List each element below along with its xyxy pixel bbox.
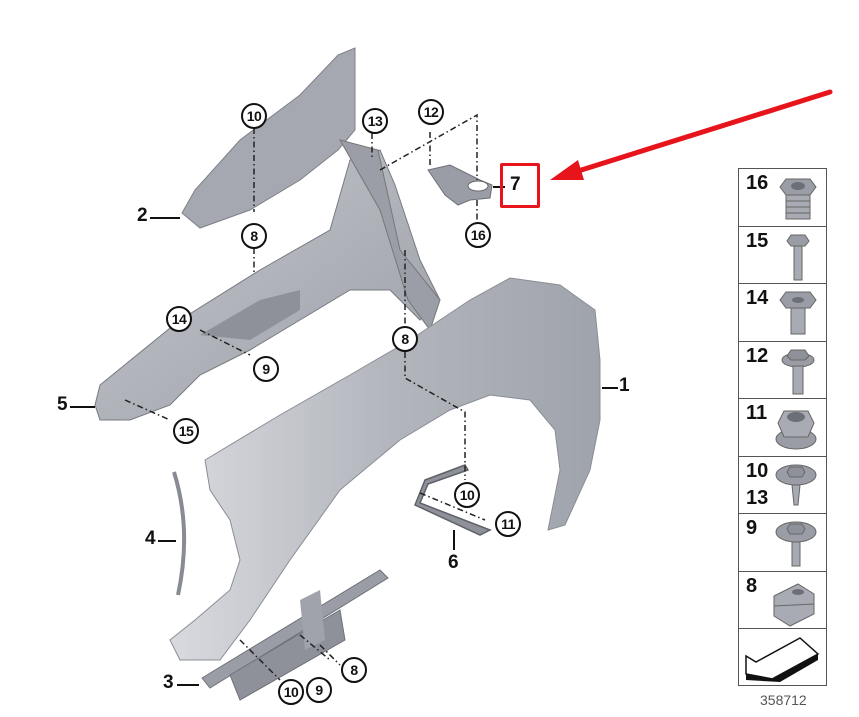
legend-item-16: 16 bbox=[738, 168, 827, 226]
legend-number: 10 bbox=[746, 459, 769, 482]
part-label-1: 1 bbox=[619, 375, 630, 396]
callout-9: 9 bbox=[253, 356, 279, 382]
washer-screw-long-icon bbox=[775, 521, 817, 567]
part-label-6: 6 bbox=[448, 552, 459, 573]
legend-number: 16 bbox=[746, 172, 769, 194]
direction-arrow-icon bbox=[745, 637, 820, 682]
legend-item-9: 9 bbox=[738, 513, 827, 571]
legend-number: 12 bbox=[746, 344, 769, 367]
callout-13: 13 bbox=[362, 108, 388, 134]
callout-10: 10 bbox=[278, 679, 304, 705]
callout-12: 12 bbox=[418, 99, 444, 125]
part-label-4: 4 bbox=[145, 528, 156, 549]
part-7-bracket bbox=[427, 164, 493, 206]
part-label-3: 3 bbox=[163, 672, 174, 693]
legend-item-direction bbox=[738, 628, 827, 686]
threaded-insert-nut-icon bbox=[779, 178, 817, 220]
legend-item-12: 12 bbox=[738, 340, 827, 398]
part-label-7: 7 bbox=[510, 174, 521, 195]
leader-line bbox=[453, 530, 455, 550]
leader-line bbox=[177, 684, 199, 686]
legend-number: 14 bbox=[746, 287, 769, 309]
highlight-box-part-7 bbox=[500, 163, 540, 208]
legend-item-14: 14 bbox=[738, 283, 827, 341]
legend-item-8: 8 bbox=[738, 570, 827, 628]
fastener-legend: 16 15 14 12 bbox=[738, 168, 827, 686]
diagram-reference-number: 358712 bbox=[760, 692, 807, 708]
part-1-fender bbox=[169, 277, 601, 661]
callout-10: 10 bbox=[241, 103, 267, 129]
legend-number-secondary: 13 bbox=[746, 486, 769, 509]
part-6-bracket bbox=[414, 464, 492, 536]
legend-number: 8 bbox=[746, 574, 758, 597]
callout-8: 8 bbox=[392, 326, 418, 352]
hex-flange-bolt-icon bbox=[781, 349, 815, 394]
legend-item-11: 11 bbox=[738, 398, 827, 456]
legend-number: 11 bbox=[746, 402, 768, 424]
part-label-2: 2 bbox=[137, 205, 148, 226]
callout-14: 14 bbox=[166, 306, 192, 332]
leader-line bbox=[158, 540, 176, 542]
legend-number: 15 bbox=[746, 229, 769, 252]
assembly-lines bbox=[124, 113, 486, 681]
legend-item-10-13: 10 13 bbox=[738, 455, 827, 513]
hex-flange-nut-icon bbox=[775, 410, 817, 450]
leader-line bbox=[602, 387, 618, 389]
hex-bolt-long-icon bbox=[786, 234, 810, 280]
part-5-wheel-arch-liner bbox=[94, 139, 441, 421]
legend-number: 9 bbox=[746, 517, 758, 539]
callout-9: 9 bbox=[306, 677, 332, 703]
part-4-strip bbox=[172, 471, 187, 596]
callout-8: 8 bbox=[341, 657, 367, 683]
part-3-rail bbox=[201, 569, 389, 701]
callout-8: 8 bbox=[241, 223, 267, 249]
callout-15: 15 bbox=[173, 418, 199, 444]
part-2-trim bbox=[181, 47, 356, 229]
leader-line bbox=[150, 217, 180, 219]
part-label-5: 5 bbox=[57, 394, 68, 415]
flange-bolt-icon bbox=[779, 291, 817, 335]
clip-nut-icon bbox=[773, 582, 815, 627]
callout-10: 10 bbox=[454, 482, 480, 508]
red-pointer-arrow bbox=[550, 89, 833, 180]
legend-item-15: 15 bbox=[738, 225, 827, 283]
leader-line bbox=[70, 406, 95, 408]
callout-16: 16 bbox=[465, 222, 491, 248]
washer-screw-icon bbox=[775, 464, 817, 505]
leader-line bbox=[493, 186, 505, 188]
callout-11: 11 bbox=[495, 511, 521, 537]
